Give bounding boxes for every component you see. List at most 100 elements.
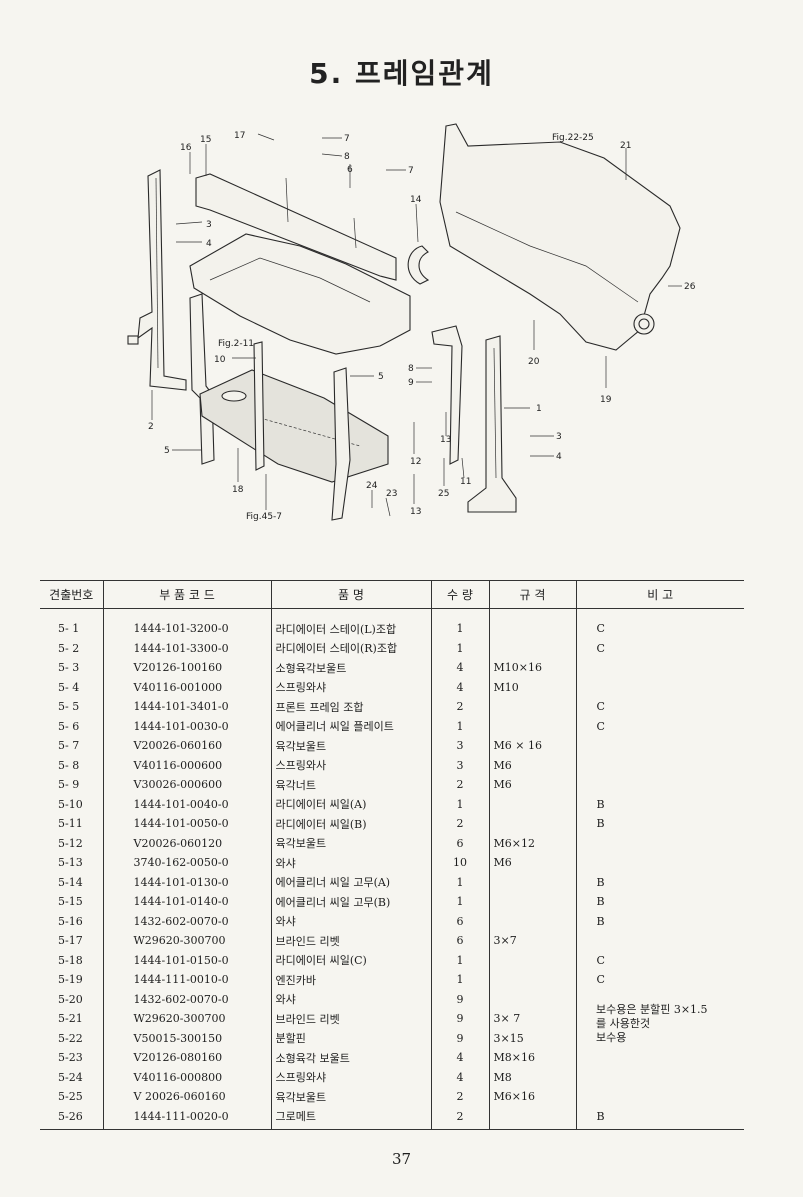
cell-code: V40116-000600 bbox=[102, 755, 271, 775]
cell-name: 육각보울트 bbox=[270, 833, 431, 853]
cell-no: 5-15 bbox=[58, 895, 83, 909]
cell-qty: 1 bbox=[430, 716, 489, 736]
cell-qty: 2 bbox=[430, 775, 489, 795]
radiator-seal-plate-c bbox=[199, 369, 389, 483]
cell-spec: 3×15 bbox=[488, 1028, 576, 1048]
front-frame-center bbox=[331, 367, 351, 521]
cell-code: 1444-101-0130-0 bbox=[102, 872, 271, 892]
cell-remark: C bbox=[575, 716, 744, 736]
cell-no: 5- 3 bbox=[58, 661, 80, 675]
cell-remark: C bbox=[575, 638, 744, 658]
cell-code: 1432-602-0070-0 bbox=[102, 911, 271, 931]
cell-no: 5-19 bbox=[58, 973, 83, 987]
cell-name: 분할핀 bbox=[270, 1028, 431, 1048]
cell-remark: C bbox=[575, 950, 744, 970]
cell-qty: 9 bbox=[430, 1009, 489, 1029]
cell-name: 에어클리너 씨일 고무(A) bbox=[270, 872, 431, 892]
cell-spec: 3× 7 bbox=[488, 1009, 576, 1029]
cell-remark bbox=[575, 853, 744, 873]
cell-qty: 2 bbox=[430, 814, 489, 834]
cell-code: 1444-111-0010-0 bbox=[102, 970, 271, 990]
cell-qty: 4 bbox=[430, 1067, 489, 1087]
cell-no: 5-22 bbox=[58, 1031, 83, 1045]
cell-qty: 1 bbox=[430, 970, 489, 990]
cell-name: 와샤 bbox=[270, 911, 431, 931]
cell-spec: M8 bbox=[488, 1067, 576, 1087]
cell-spec bbox=[488, 608, 576, 639]
cell-no: 5-14 bbox=[58, 875, 83, 889]
cell-no: 5- 8 bbox=[58, 758, 80, 772]
cell-spec: M6 bbox=[488, 755, 576, 775]
cell-remark bbox=[575, 989, 744, 1009]
cell-code: 1444-101-3401-0 bbox=[102, 697, 271, 717]
cell-qty: 6 bbox=[430, 931, 489, 951]
cell-qty: 3 bbox=[430, 755, 489, 775]
cell-remark bbox=[575, 677, 744, 697]
air-cleaner-seal-plate bbox=[195, 173, 397, 281]
cell-no: 5-21 bbox=[58, 1012, 83, 1026]
label-5b: 5 bbox=[378, 372, 384, 382]
cell-spec bbox=[488, 911, 576, 931]
cell-name: 소형육각 보울트 bbox=[270, 1048, 431, 1068]
label-23: 23 bbox=[386, 489, 397, 499]
cell-remark bbox=[575, 755, 744, 775]
cell-name: 라디에이터 씨일(C) bbox=[270, 950, 431, 970]
label-fig-2-11: Fig.2-11 bbox=[218, 339, 254, 349]
cell-remark bbox=[575, 833, 744, 853]
label-7a: 7 bbox=[344, 134, 350, 144]
cell-remark: B bbox=[575, 911, 744, 931]
label-13b: 13 bbox=[410, 507, 421, 517]
label-6: 6 bbox=[347, 165, 353, 175]
label-26: 26 bbox=[684, 282, 696, 292]
header-no: 견출번호 bbox=[40, 580, 103, 609]
cell-no: 5-20 bbox=[58, 992, 83, 1006]
table-header-row: 견출번호 부 품 코 드 품 명 수 량 규 격 비 고 bbox=[40, 580, 744, 609]
cell-remark bbox=[575, 1087, 744, 1107]
cell-name: 스프링와샤 bbox=[270, 1067, 431, 1087]
top-seal-plate bbox=[189, 233, 411, 355]
label-17: 17 bbox=[234, 131, 245, 141]
cell-qty: 1 bbox=[430, 794, 489, 814]
cell-code: W29620-300700 bbox=[102, 931, 271, 951]
cell-remark: C bbox=[575, 970, 744, 990]
cell-no: 5-13 bbox=[58, 856, 83, 870]
cell-remark bbox=[575, 1028, 744, 1048]
cell-name: 와샤 bbox=[270, 989, 431, 1009]
label-24: 24 bbox=[366, 481, 378, 491]
cell-remark bbox=[575, 1009, 744, 1029]
cell-remark bbox=[575, 931, 744, 951]
cell-spec bbox=[488, 794, 576, 814]
cell-spec bbox=[488, 872, 576, 892]
cell-no: 5-23 bbox=[58, 1051, 83, 1065]
exploded-parts-diagram: 16 15 17 7 8 6 7 3 4 14 Fig.2-11 10 2 5 … bbox=[127, 123, 696, 522]
cell-code: V20026-060120 bbox=[102, 833, 271, 853]
cell-qty: 3 bbox=[430, 736, 489, 756]
cell-no: 5- 4 bbox=[58, 680, 80, 694]
cell-remark: B bbox=[575, 892, 744, 912]
cell-name: 와샤 bbox=[270, 853, 431, 873]
cell-no: 5-11 bbox=[58, 817, 83, 831]
label-4b: 4 bbox=[556, 452, 562, 462]
cell-no: 5-12 bbox=[58, 836, 83, 850]
cell-no: 5-10 bbox=[58, 797, 83, 811]
cell-remark bbox=[575, 1048, 744, 1068]
cell-code: 1444-111-0020-0 bbox=[102, 1106, 271, 1130]
cell-no: 5-26 bbox=[40, 1106, 103, 1130]
cell-qty: 4 bbox=[430, 658, 489, 678]
